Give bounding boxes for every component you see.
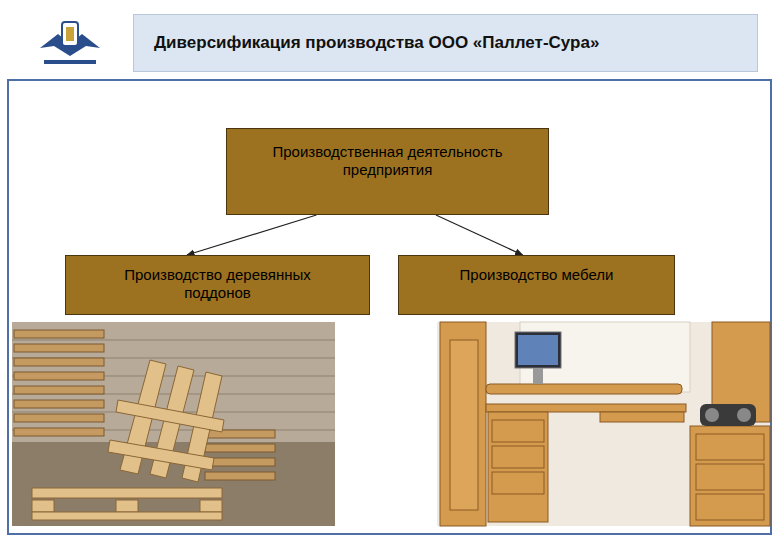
- pallets-photo: [12, 322, 335, 526]
- university-logo: [40, 22, 100, 64]
- box-label: Производство мебели: [419, 266, 654, 284]
- process-box: Производство деревянных поддонов: [65, 255, 370, 315]
- slide-title: Диверсификация производства ООО «Паллет-…: [154, 33, 599, 53]
- connector-arrow: [187, 215, 316, 255]
- connector-arrow: [436, 215, 523, 255]
- process-box: Производство мебели: [398, 255, 675, 315]
- title-bar: Диверсификация производства ООО «Паллет-…: [133, 14, 758, 72]
- furniture-photo: [437, 322, 770, 526]
- box-label: Производственная деятельность предприяти…: [267, 143, 508, 179]
- process-box: Производственная деятельность предприяти…: [226, 128, 549, 215]
- slide-frame: [8, 80, 771, 534]
- box-label: Производство деревянных поддонов: [101, 266, 334, 302]
